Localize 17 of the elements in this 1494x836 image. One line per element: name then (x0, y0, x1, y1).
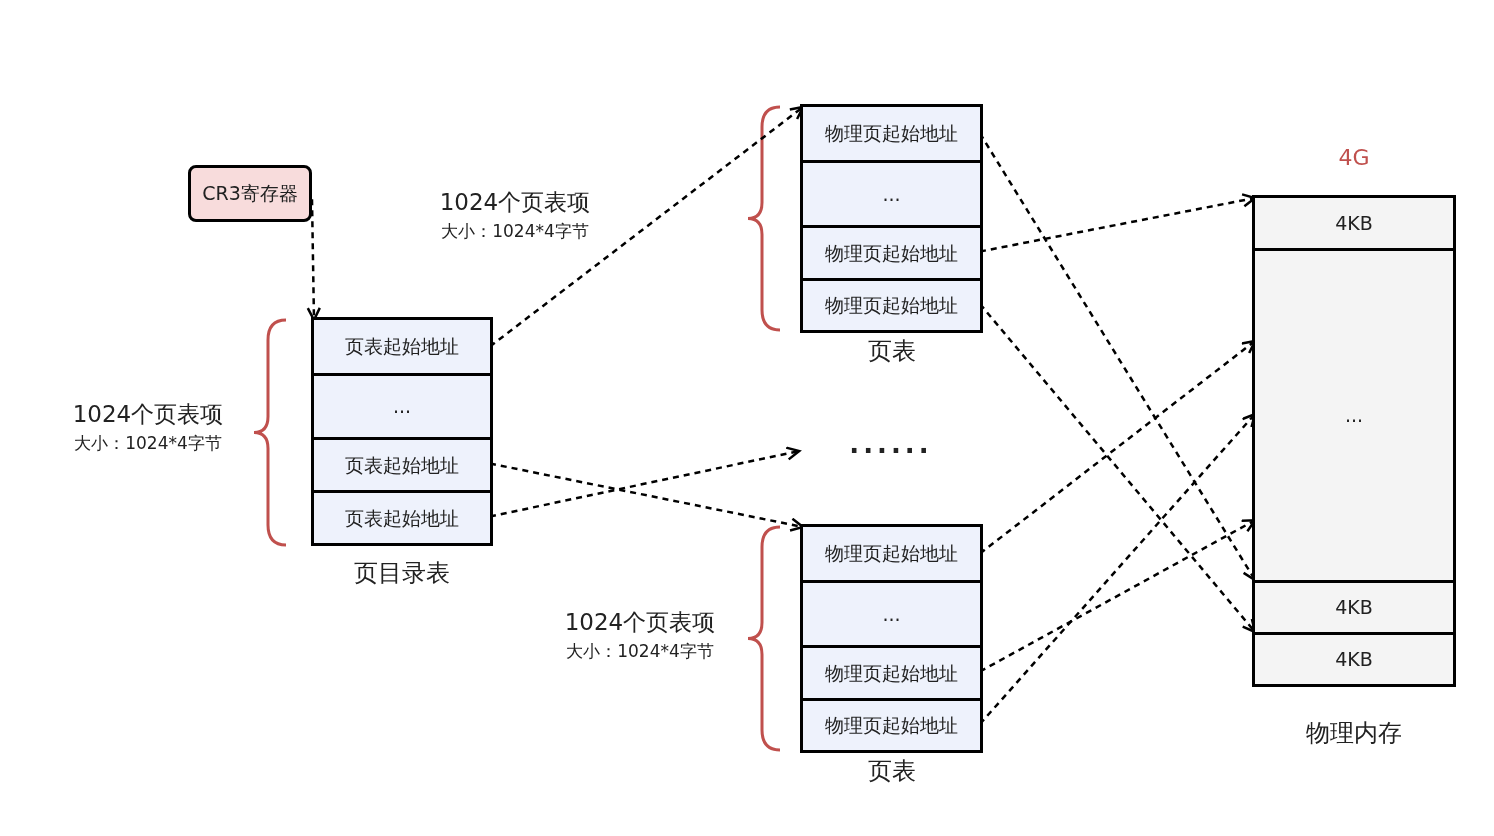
page-table (803, 527, 980, 750)
register-box: CR3寄存器 (188, 165, 312, 222)
size-label: 大小：1024*4字节 (74, 432, 222, 454)
size-label: 大小：1024*4字节 (441, 220, 589, 242)
entry-count-label: 1024个页表项 (439, 188, 591, 217)
table-caption: 页目录表 (353, 558, 451, 588)
table-caption: 4G (1337, 144, 1371, 172)
entry-count-label: 1024个页表项 (564, 608, 716, 637)
size-label: 大小：1024*4字节 (566, 640, 714, 662)
ellipsis-text: ······ (806, 435, 976, 467)
entry-count-label: 1024个页表项 (72, 400, 224, 429)
page-table (803, 107, 980, 330)
page-table (314, 320, 490, 543)
table-caption: 物理内存 (1305, 718, 1403, 748)
table-caption: 页表 (866, 336, 917, 366)
memory-block (1255, 198, 1453, 684)
table-caption: 页表 (866, 756, 917, 786)
